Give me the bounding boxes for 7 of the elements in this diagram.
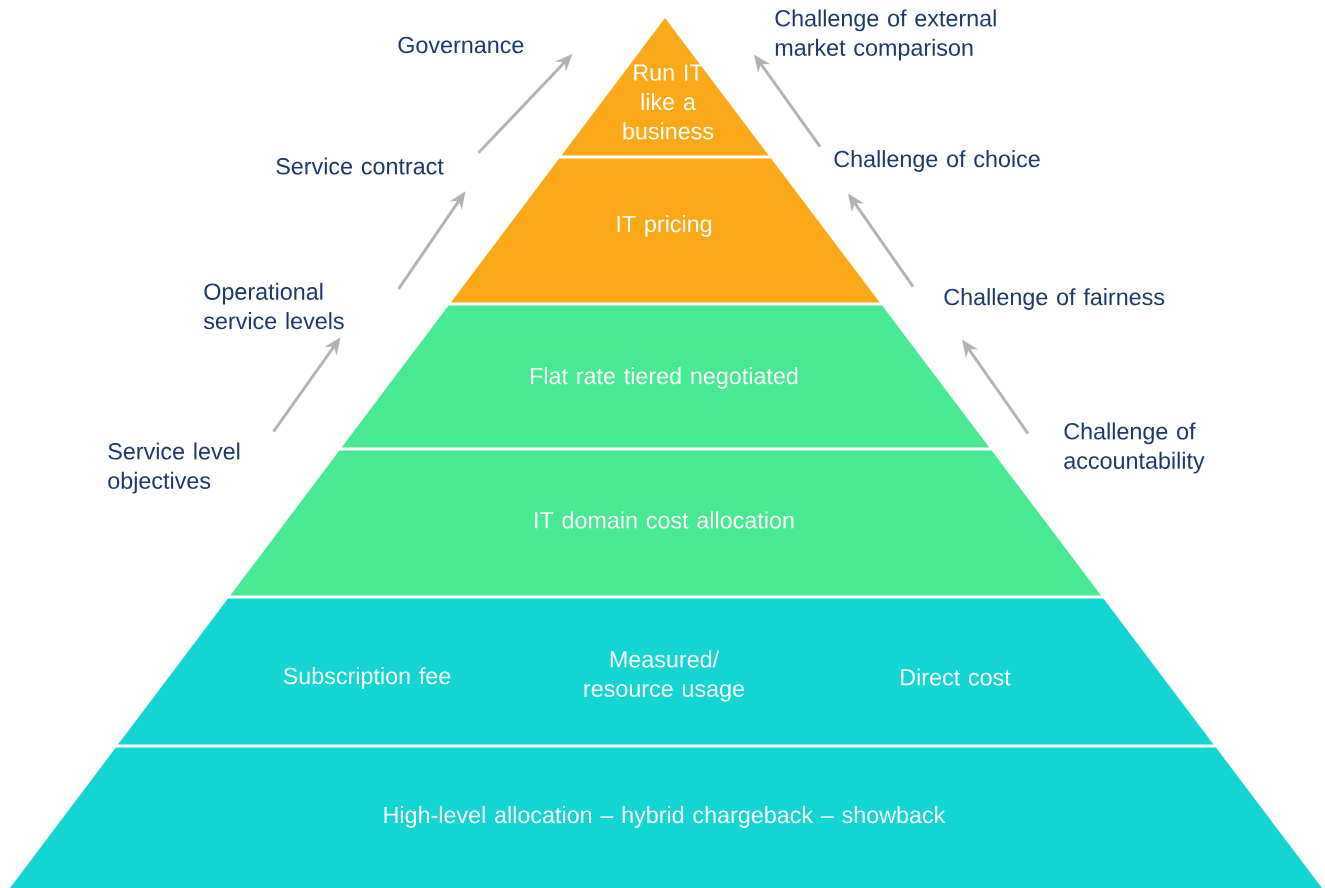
label-text: Governance	[398, 36, 524, 54]
pyramid-band: Subscription fee Measured/ resource usage Direct cost	[118, 598, 1214, 745]
pyramid-band: Run IT like a business	[561, 18, 769, 156]
pyramid-band: High-level allocation – hybrid chargeback – showback	[10, 747, 1322, 888]
label-text: Challenge of external market comparison	[775, 9, 996, 61]
label-text: Operational service levels	[203, 282, 344, 330]
label-text: Service contract	[276, 157, 444, 175]
